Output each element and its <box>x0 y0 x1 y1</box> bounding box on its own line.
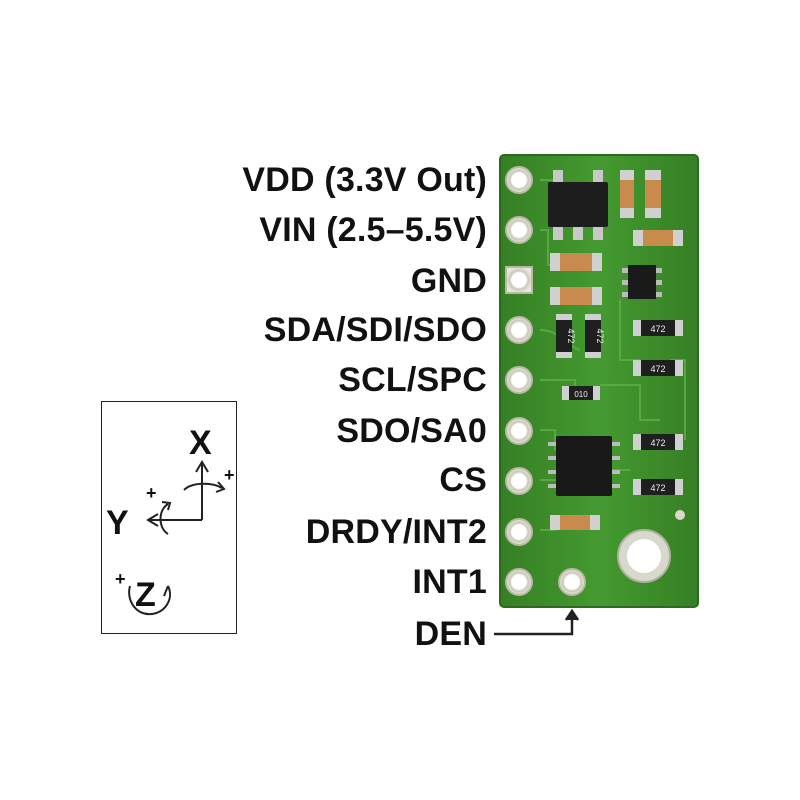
axes-arrows <box>128 460 226 616</box>
mounting-hole <box>617 529 671 583</box>
resistors: 472 472 472 472 472 <box>556 314 683 495</box>
pin-pad-drdy <box>505 518 533 546</box>
resistor-marking: 472 <box>595 328 605 343</box>
axis-label-y: Y <box>106 504 129 542</box>
pin-pad-int1 <box>505 568 533 596</box>
small-ic <box>622 265 662 299</box>
axis-label-z: Z <box>135 576 156 614</box>
axes-orientation-box: X Y Z + + + <box>101 401 237 634</box>
pin-pad-den <box>558 568 586 596</box>
resistor-marking: 472 <box>650 483 665 493</box>
resistor-marking: 472 <box>650 364 665 374</box>
pin-pad-sdo <box>505 417 533 445</box>
resistor-horizontal-3: 472 <box>633 434 683 450</box>
resistor-horizontal-2: 472 <box>633 360 683 376</box>
pin-label-drdy: DRDY/INT2 <box>305 513 487 551</box>
capacitors <box>550 170 683 530</box>
pin-label-sda: SDA/SDI/SDO <box>263 311 487 349</box>
axis-label-x: X <box>189 424 212 462</box>
pin-label-sdo: SDO/SA0 <box>336 412 487 450</box>
resistor-marking: 472 <box>650 438 665 448</box>
pin-pad-scl <box>505 366 533 394</box>
pin-label-den: DEN <box>414 615 487 653</box>
resistor-small: 010 <box>562 386 600 400</box>
pin-pad-gnd <box>505 266 533 294</box>
pin-pad-cs <box>505 467 533 495</box>
pin-pad-vin <box>505 216 533 244</box>
voltage-regulator <box>548 170 608 240</box>
plus-sign-z: + <box>115 569 126 589</box>
pin-label-gnd: GND <box>410 262 487 300</box>
resistor-horizontal-4: 472 <box>633 479 683 495</box>
pin-label-vdd: VDD (3.3V Out) <box>242 161 487 199</box>
resistor-marking: 472 <box>650 324 665 334</box>
pin-label-int1: INT1 <box>412 563 487 601</box>
pin-header <box>505 166 586 596</box>
plus-sign-x: + <box>224 465 235 485</box>
pin-pad-vdd <box>505 166 533 194</box>
den-arrow <box>494 608 580 636</box>
pin-label-vin: VIN (2.5–5.5V) <box>259 211 487 249</box>
pin-label-scl: SCL/SPC <box>338 361 487 399</box>
resistor-vertical-2: 472 <box>585 314 605 358</box>
resistor-horizontal-1: 472 <box>633 320 683 336</box>
pin-label-cs: CS <box>439 461 487 499</box>
sensor-chip <box>548 436 620 496</box>
pcb-fiducial <box>675 510 685 520</box>
resistor-marking: 472 <box>566 328 576 343</box>
pin-pad-sda <box>505 316 533 344</box>
plus-sign-y: + <box>146 483 157 503</box>
resistor-marking: 010 <box>574 390 588 399</box>
resistor-vertical-1: 472 <box>556 314 576 358</box>
